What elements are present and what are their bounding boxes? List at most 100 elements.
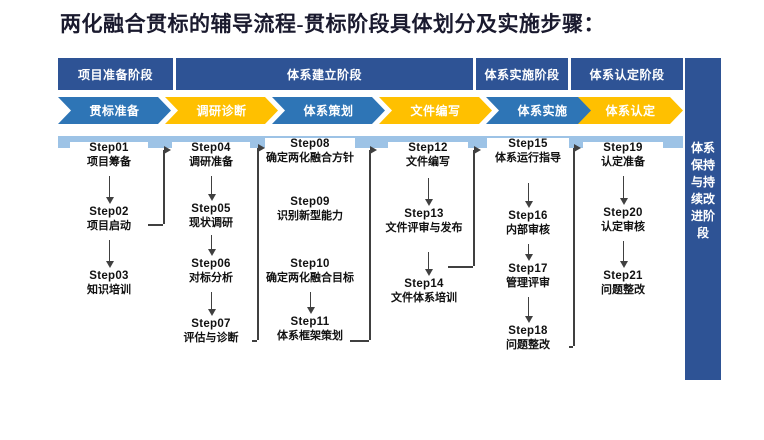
maintenance-phase-label: 体系保持与持续改进阶段	[691, 141, 716, 240]
step-label: 文件评审与发布	[385, 221, 463, 234]
arrow-step04-step05-head	[207, 194, 216, 201]
connector-implement-to-certify-head	[574, 144, 581, 152]
arrow-step05-step06	[211, 235, 212, 249]
connector-survey-to-planning-head	[258, 144, 265, 152]
step-label: 项目启动	[87, 219, 131, 232]
step-label: 评估与诊断	[183, 331, 239, 344]
step-number: Step20	[603, 207, 643, 219]
step-label: 认定准备	[601, 155, 645, 168]
step-label: 体系框架策划	[277, 329, 343, 342]
arrow-step19-step20-head	[619, 198, 628, 205]
arrow-step17-step18	[528, 297, 529, 316]
stage-chevron-3: 体系策划	[272, 97, 385, 124]
arrow-step02-step03-head	[105, 261, 114, 268]
step-number: Step10	[290, 258, 330, 270]
arrow-step19-step20	[623, 176, 624, 198]
step-number: Step21	[603, 270, 643, 282]
connector-docs-to-implement-vertical	[473, 150, 475, 266]
connector-implement-to-certify-vertical	[573, 148, 575, 346]
step-label: 管理评审	[506, 276, 550, 289]
arrow-step04-step05	[211, 176, 212, 194]
connector-prep-to-survey-horizontal	[141, 224, 163, 226]
step-number: Step08	[290, 138, 330, 150]
step-number: Step04	[191, 142, 231, 154]
step-number: Step05	[191, 203, 231, 215]
stage-chevron-6: 体系认定	[578, 97, 683, 124]
phase-box-2: 体系建立阶段	[176, 58, 473, 90]
step-label: 内部审核	[506, 223, 550, 236]
step-label: 确定两化融合方针	[266, 151, 354, 164]
step-label: 确定两化融合目标	[266, 271, 354, 284]
arrow-step13-step14	[428, 252, 429, 269]
stage-chevron-4: 文件编写	[379, 97, 492, 124]
connector-docs-to-implement-horizontal	[448, 266, 473, 268]
arrow-step01-step02	[109, 176, 110, 197]
arrow-step10-step11-head	[306, 307, 315, 314]
arrow-step20-step21	[623, 241, 624, 261]
step-label: 文件编写	[406, 155, 450, 168]
step-label: 知识培训	[87, 283, 131, 296]
arrow-step01-step02-head	[105, 197, 114, 204]
step-number: Step03	[89, 270, 129, 282]
connector-planning-to-docs-horizontal	[345, 340, 369, 342]
step-label: 问题整改	[506, 338, 550, 351]
connector-planning-to-docs-vertical	[369, 150, 371, 340]
step-number: Step12	[408, 142, 448, 154]
arrow-step06-step07	[211, 292, 212, 309]
step-label: 体系运行指导	[495, 151, 561, 164]
arrow-step13-step14-head	[424, 269, 433, 276]
step-label: 调研准备	[189, 155, 233, 168]
arrow-step15-step16	[528, 183, 529, 201]
step-number: Step14	[404, 278, 444, 290]
connector-docs-to-implement-head	[474, 146, 481, 154]
step-number: Step09	[290, 196, 330, 208]
connector-survey-to-planning-vertical	[257, 148, 259, 340]
step-number: Step13	[404, 208, 444, 220]
maintenance-phase-bar	[685, 58, 721, 380]
phase-box-1: 项目准备阶段	[58, 58, 173, 90]
step-number: Step17	[508, 263, 548, 275]
step-label: 识别新型能力	[277, 209, 343, 222]
step-number: Step07	[191, 318, 231, 330]
connector-prep-to-survey-head	[164, 146, 171, 154]
stage-chevron-5: 体系实施	[486, 97, 599, 124]
phase-box-4: 体系认定阶段	[571, 58, 683, 90]
stage-chevron-2: 调研诊断	[165, 97, 278, 124]
step-number: Step16	[508, 210, 548, 222]
arrow-step15-step16-head	[524, 201, 533, 208]
connector-prep-to-survey-vertical	[163, 150, 165, 224]
arrow-step02-step03	[109, 240, 110, 261]
arrow-step05-step06-head	[207, 249, 216, 256]
arrow-step12-step13-head	[424, 199, 433, 206]
step-label: 项目筹备	[87, 155, 131, 168]
step-label: 文件体系培训	[391, 291, 457, 304]
step-number: Step15	[508, 138, 548, 150]
arrow-step20-step21-head	[619, 261, 628, 268]
step-number: Step02	[89, 206, 129, 218]
step-label: 现状调研	[189, 216, 233, 229]
phase-box-3: 体系实施阶段	[476, 58, 568, 90]
step-number: Step01	[89, 142, 129, 154]
stage-chevron-1: 贯标准备	[58, 97, 171, 124]
page-title: 两化融合贯标的辅导流程-贯标阶段具体划分及实施步骤：	[60, 12, 605, 36]
arrow-step16-step17-head	[524, 254, 533, 261]
